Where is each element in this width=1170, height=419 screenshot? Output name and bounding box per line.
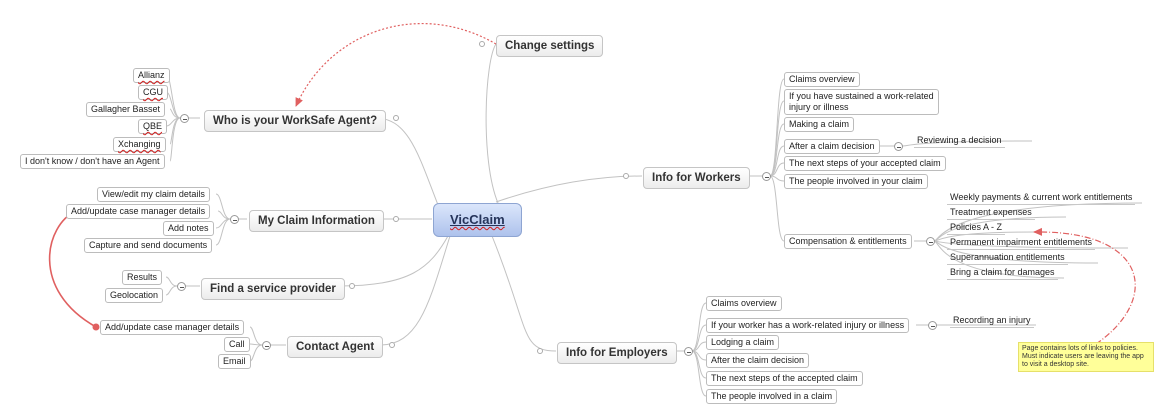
contact-item[interactable]: Add/update case manager details (100, 320, 245, 335)
collapse-icon[interactable] (894, 142, 903, 151)
claim-info-item[interactable]: Add/update case manager details (66, 204, 211, 219)
collapse-icon[interactable] (928, 321, 937, 330)
compensation-item[interactable]: Treatment expenses (947, 206, 1035, 220)
branch-claim-information[interactable]: My Claim Information (249, 210, 384, 232)
relation-change-settings-agent (295, 23, 497, 107)
compensation-item[interactable]: Permanent impairment entitlements (947, 236, 1096, 250)
relation-note-policies (1033, 227, 1136, 345)
collapse-icon[interactable] (684, 347, 693, 356)
collapse-icon[interactable] (926, 237, 935, 246)
workers-item[interactable]: After a claim decision (784, 139, 880, 154)
compensation-item[interactable]: Policies A - Z (947, 221, 1006, 235)
agent-item[interactable]: I don't know / don't have an Agent (20, 154, 165, 169)
contact-item[interactable]: Call (224, 337, 250, 352)
agent-item[interactable]: Gallagher Basset (86, 102, 166, 117)
collapse-icon[interactable] (762, 172, 771, 181)
workers-item[interactable]: Compensation & entitlements (784, 234, 912, 249)
workers-item[interactable]: If you have sustained a work-related inj… (784, 89, 939, 115)
employers-item[interactable]: After the claim decision (706, 353, 810, 368)
agent-item[interactable]: Allianz (133, 68, 170, 83)
claim-info-item[interactable]: Capture and send documents (84, 238, 213, 253)
workers-subitem[interactable]: Reviewing a decision (914, 134, 1005, 148)
agent-item[interactable]: QBE (138, 119, 168, 134)
agent-item[interactable]: CGU (138, 85, 168, 100)
collapse-icon[interactable] (262, 341, 271, 350)
collapse-icon[interactable] (177, 282, 186, 291)
edge-central-contact (379, 235, 451, 346)
sticky-note: Page contains lots of links to policies.… (1018, 342, 1154, 372)
compensation-item[interactable]: Superannuation entitlements (947, 251, 1068, 265)
edge-central-workers (495, 175, 643, 203)
branch-info-workers[interactable]: Info for Workers (643, 167, 750, 189)
compensation-item[interactable]: Weekly payments & current work entitleme… (947, 191, 1136, 205)
provider-item[interactable]: Results (122, 270, 163, 285)
compensation-item[interactable]: Bring a claim for damages (947, 266, 1058, 280)
agent-item[interactable]: Xchanging (113, 137, 166, 152)
edge-central-employers (491, 235, 557, 352)
branch-workSafe-agent[interactable]: Who is your WorkSafe Agent? (204, 110, 387, 132)
employers-subitem[interactable]: Recording an injury (950, 314, 1034, 328)
employers-item[interactable]: Claims overview (706, 296, 782, 311)
workers-item[interactable]: Making a claim (784, 117, 855, 132)
relation-contact-case-manager (48, 210, 97, 328)
employers-item[interactable]: Lodging a claim (706, 335, 780, 350)
workers-item[interactable]: Claims overview (784, 72, 860, 87)
employers-item[interactable]: The next steps of the accepted claim (706, 371, 863, 386)
branch-find-service-provider[interactable]: Find a service provider (201, 278, 345, 300)
employers-item[interactable]: The people involved in a claim (706, 389, 838, 404)
employers-item[interactable]: If your worker has a work-related injury… (706, 318, 910, 333)
workers-item[interactable]: The next steps of your accepted claim (784, 156, 946, 171)
collapse-icon[interactable] (230, 215, 239, 224)
central-topic-label: VicClaim (450, 212, 505, 227)
edge-central-agent (375, 117, 441, 211)
branch-contact-agent[interactable]: Contact Agent (287, 336, 384, 358)
claim-info-item[interactable]: Add notes (163, 221, 214, 236)
edge-central-change-settings (485, 43, 499, 204)
branch-change-settings[interactable]: Change settings (496, 35, 604, 57)
provider-item[interactable]: Geolocation (105, 288, 164, 303)
claim-info-item[interactable]: View/edit my claim details (97, 187, 210, 202)
edge-central-provider (339, 235, 449, 287)
collapse-icon[interactable] (180, 114, 189, 123)
central-topic[interactable]: VicClaim (433, 203, 522, 237)
workers-item[interactable]: The people involved in your claim (784, 174, 928, 189)
contact-item[interactable]: Email (218, 354, 251, 369)
branch-info-employers[interactable]: Info for Employers (557, 342, 677, 364)
